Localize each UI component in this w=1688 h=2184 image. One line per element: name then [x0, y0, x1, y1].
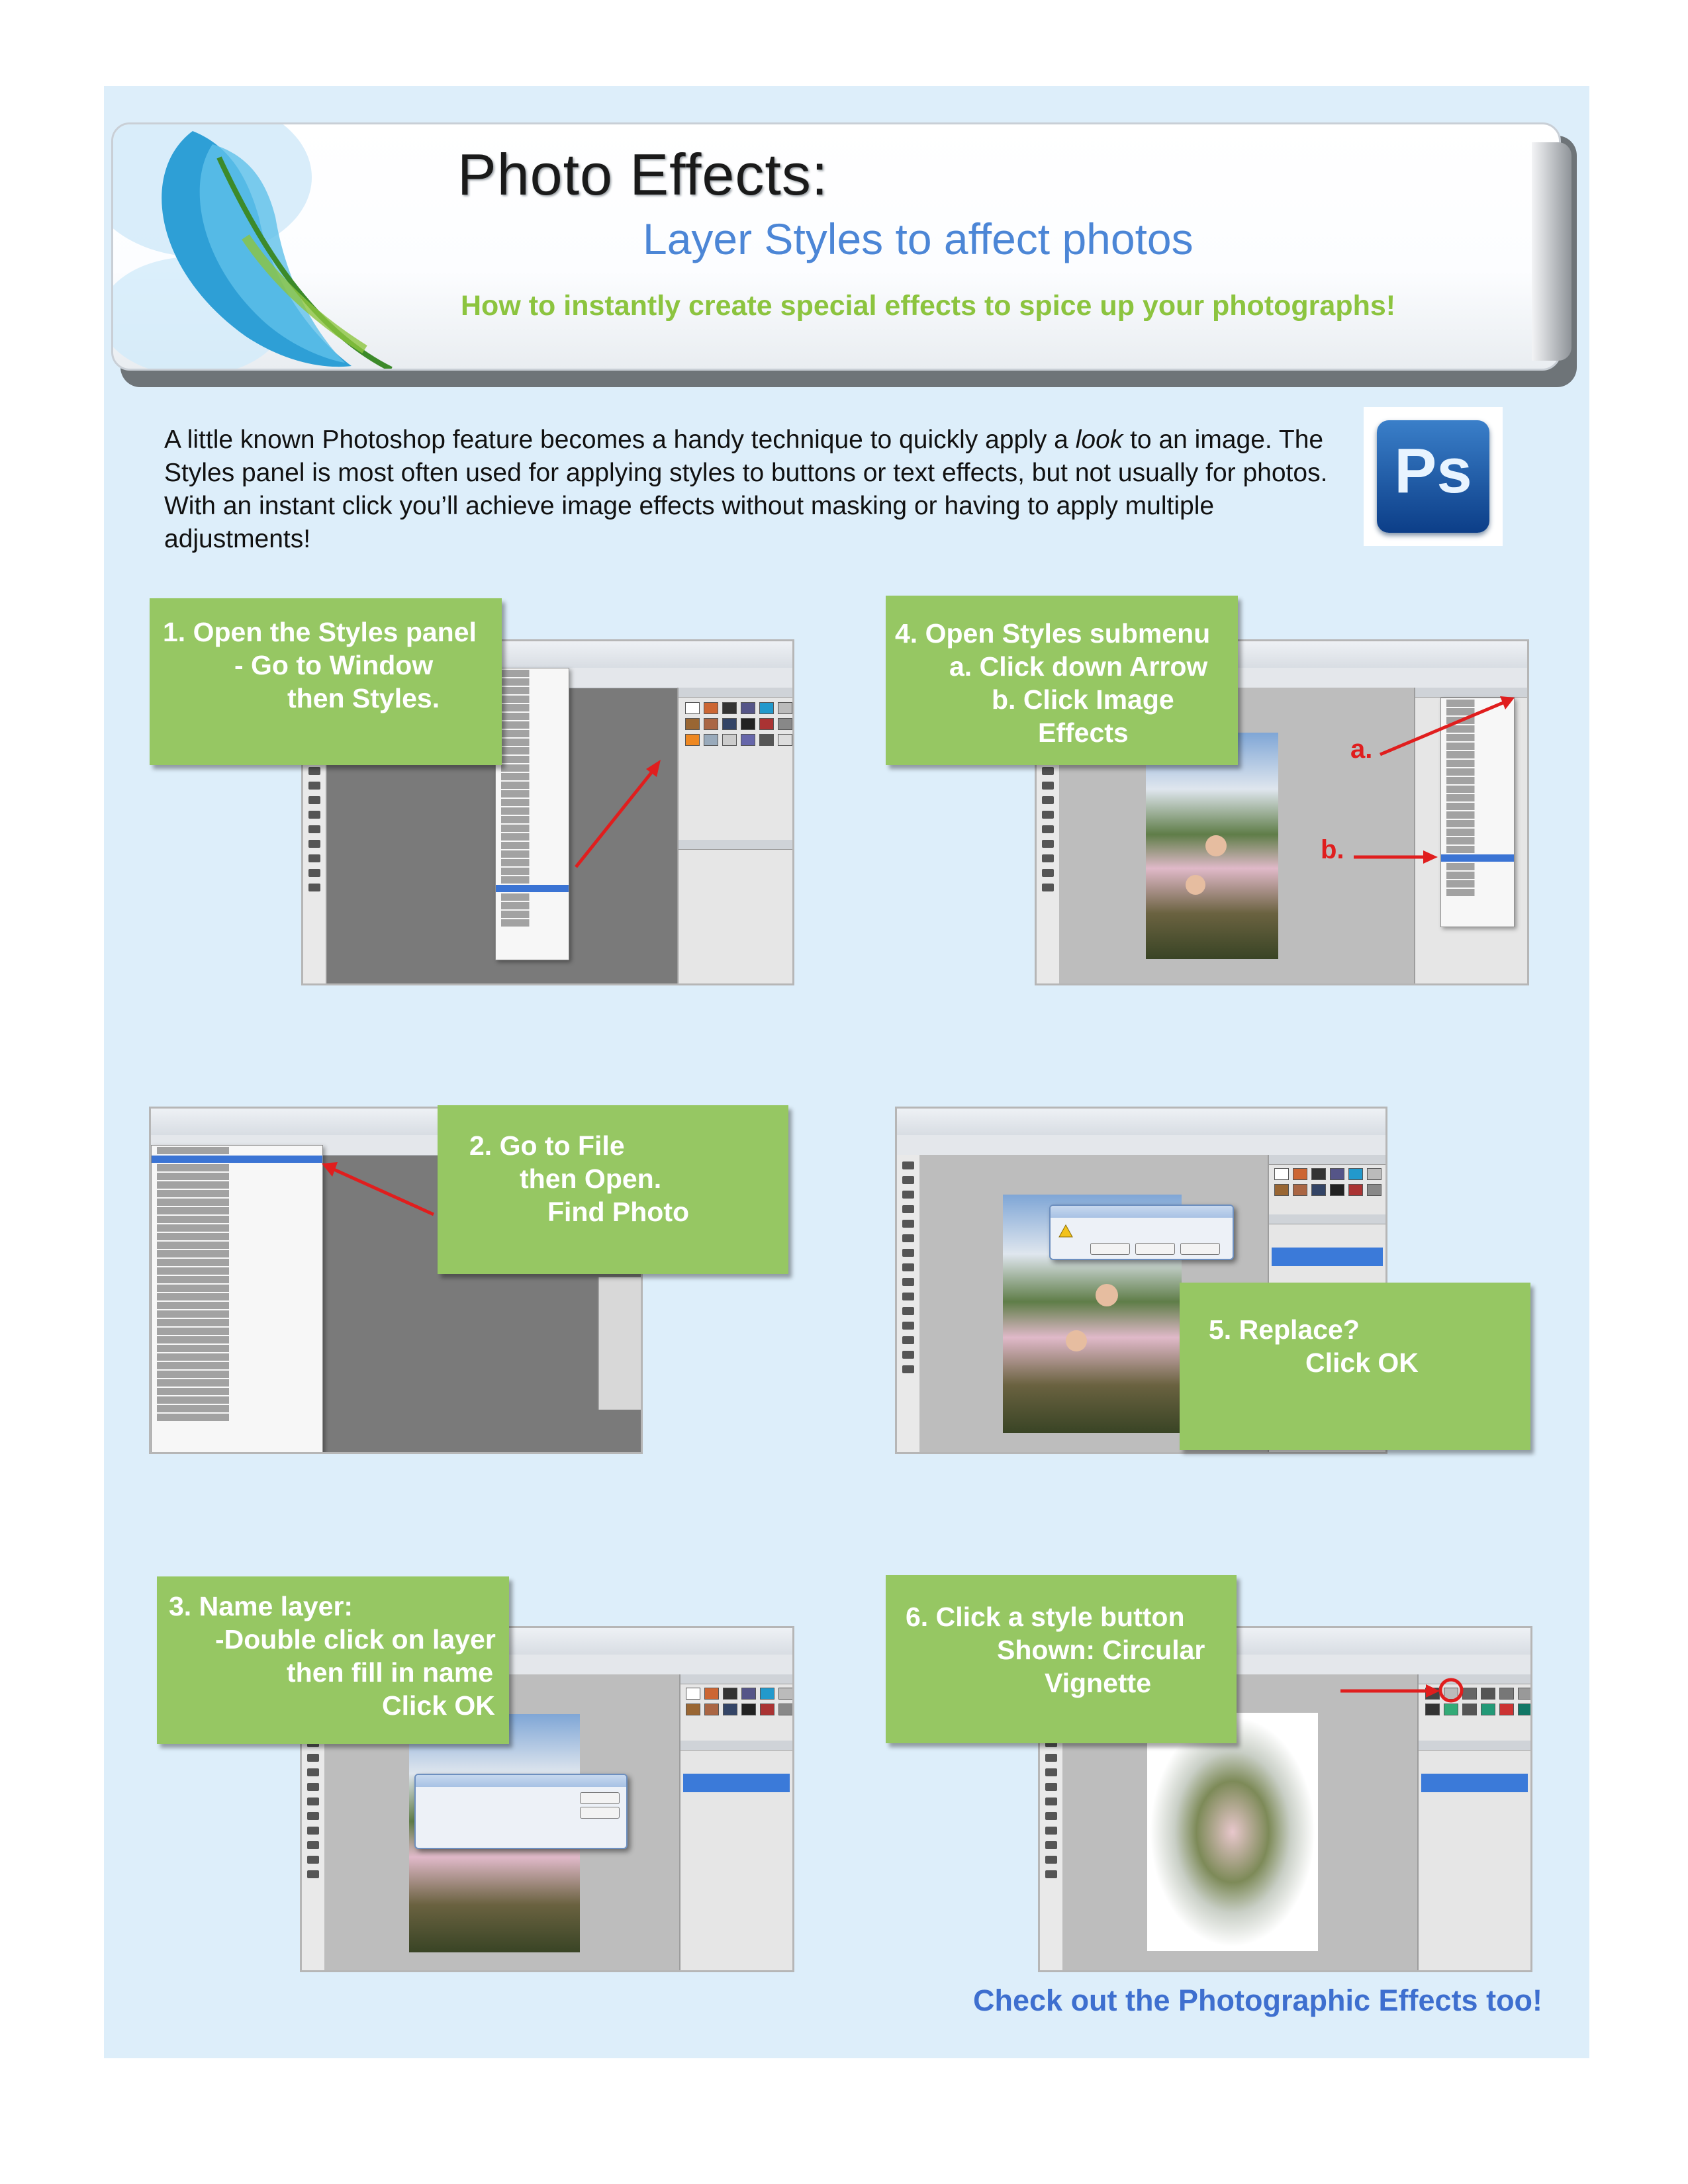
- cancel-button: [1135, 1243, 1175, 1255]
- step2-line2: then Open.: [520, 1163, 662, 1194]
- header-banner: Photo Effects: Layer Styles to affect ph…: [111, 122, 1577, 387]
- new-layer-dialog: [414, 1774, 628, 1849]
- ps-logo-tile: [1377, 420, 1489, 533]
- replace-styles-dialog: [1049, 1205, 1234, 1260]
- intro-text-2: to an image.: [1123, 426, 1272, 454]
- step2-callout: 2. Go to File then Open. Find Photo: [438, 1105, 788, 1274]
- image-effects-menu-item: [1441, 854, 1514, 862]
- step4-callout: 4. Open Styles submenu a. Click down Arr…: [886, 596, 1238, 765]
- layer-row-background: [683, 1774, 790, 1792]
- ps-logo-text: Ps: [1394, 435, 1472, 506]
- step6-red-arrow: [1340, 1684, 1440, 1698]
- step4-line4: Effects: [1038, 717, 1129, 748]
- banner-face: Photo Effects: Layer Styles to affect ph…: [111, 122, 1561, 371]
- app-menubar: [897, 1109, 1385, 1136]
- intro-text-1: A little known Photoshop feature becomes…: [164, 426, 1076, 454]
- step2-red-arrow: [322, 1162, 435, 1216]
- style-swatches: [685, 702, 792, 746]
- tools-panel: [897, 1155, 921, 1452]
- step2-line3: Find Photo: [547, 1197, 690, 1227]
- feather-icon: [113, 124, 393, 369]
- layer-row-selected: [1272, 1248, 1383, 1266]
- step4-label-a: a.: [1350, 735, 1373, 764]
- styles-panel: [1417, 1674, 1530, 1970]
- intro-emphasis: look: [1075, 426, 1123, 454]
- step6-line2: Shown: Circular: [997, 1635, 1205, 1665]
- step2-line1: 2. Go to File: [469, 1130, 625, 1161]
- step3-callout: 3. Name layer: -Double click on layer th…: [157, 1576, 509, 1744]
- style-swatches: [686, 1688, 792, 1715]
- step1-line2: - Go to Window: [234, 650, 434, 680]
- window-menu: [495, 668, 569, 960]
- append-button: [1180, 1243, 1220, 1255]
- step6-line3: Vignette: [1045, 1668, 1151, 1698]
- step6-callout: 6. Click a style button Shown: Circular …: [886, 1575, 1237, 1743]
- step1-line1: 1. Open the Styles panel: [163, 617, 477, 647]
- step6-screenshot: [1038, 1626, 1532, 1972]
- styles-panel: [677, 688, 792, 983]
- step5-callout: 5. Replace? Click OK: [1180, 1283, 1530, 1450]
- file-menu: [151, 1145, 323, 1452]
- step5-line2: Click OK: [1305, 1347, 1419, 1378]
- step4-line3: b. Click Image: [992, 684, 1174, 715]
- ok-button: [580, 1792, 620, 1804]
- banner-bevel: [1532, 142, 1571, 361]
- step3-line3: then fill in name: [287, 1657, 494, 1688]
- options-bar: [897, 1135, 1385, 1156]
- step4-line1: 4. Open Styles submenu: [895, 618, 1211, 649]
- styles-menu-item: [496, 885, 569, 892]
- page-tagline: How to instantly create special effects …: [461, 290, 1396, 322]
- styles-flyout-menu: [1440, 698, 1515, 927]
- step5-line1: 5. Replace?: [1209, 1314, 1360, 1345]
- style-swatches: [1274, 1168, 1382, 1196]
- step6-line1: 6. Click a style button: [906, 1602, 1185, 1632]
- photoshop-logo-icon: Ps: [1364, 407, 1503, 546]
- vignette-photo: [1147, 1713, 1318, 1951]
- page-subtitle: Layer Styles to affect photos: [643, 214, 1194, 263]
- photo-kids: [1146, 733, 1278, 959]
- ok-button: [1090, 1243, 1130, 1255]
- step3-line1: 3. Name layer:: [169, 1591, 353, 1621]
- intro-text-3: The Styles panel is most often used for …: [164, 426, 1328, 553]
- warning-icon: [1058, 1224, 1073, 1238]
- step1-line3: then Styles.: [287, 683, 440, 713]
- style-swatches: [1425, 1688, 1530, 1715]
- cancel-button: [580, 1807, 620, 1819]
- step3-line4: Click OK: [382, 1690, 495, 1721]
- step3-line2: -Double click on layer: [215, 1624, 496, 1655]
- side-panel: [598, 1277, 641, 1410]
- intro-paragraph: A little known Photoshop feature becomes…: [164, 424, 1356, 556]
- footer-link[interactable]: Check out the Photographic Effects too!: [973, 1983, 1543, 2017]
- step1-red-arrow: [575, 760, 661, 868]
- step4-arrow-a: [1380, 696, 1515, 756]
- page-title: Photo Effects:: [457, 142, 829, 207]
- layers-panel: [679, 1674, 792, 1970]
- step1-callout: 1. Open the Styles panel - Go to Window …: [150, 598, 502, 765]
- step4-arrow-b: [1354, 850, 1438, 864]
- layer-row-selected: [1421, 1774, 1528, 1792]
- step6-target-circle: [1438, 1678, 1464, 1703]
- step4-label-b: b.: [1321, 835, 1344, 864]
- open-menu-item: [152, 1156, 322, 1163]
- step4-line2: a. Click down Arrow: [949, 651, 1208, 682]
